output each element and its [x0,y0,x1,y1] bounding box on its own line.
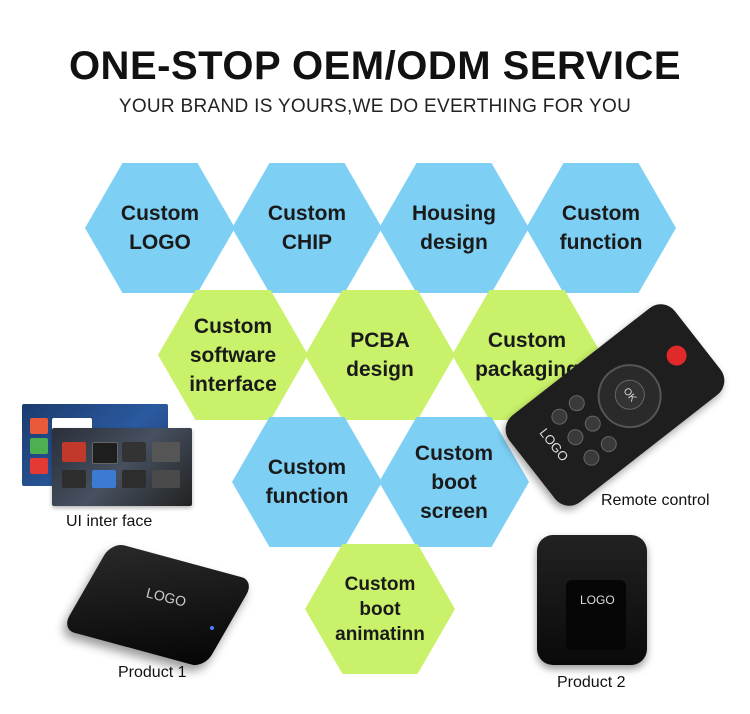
remote-button-icon [580,446,603,469]
hex-label: Custom boot animatinn [335,573,425,645]
product2-caption: Product 2 [557,674,626,691]
remote-button-icon [581,412,604,435]
hex-label: Custom software interface [189,314,277,396]
hex-pcba-design: PCBA design [305,290,455,420]
remote-button-icon [548,405,571,428]
hex-label: Custom LOGO [120,202,200,254]
hex-label: Custom packaging [475,329,579,381]
hex-housing-design: Housing design [379,163,529,293]
ui-interface-caption: UI inter face [66,513,153,530]
page-title: ONE-STOP OEM/ODM SERVICE [68,44,682,88]
remote-button-icon [564,425,587,449]
ui-screen-front [52,428,192,506]
page-subtitle: YOUR BRAND IS YOURS,WE DO EVERTHING FOR … [118,96,632,117]
hex-custom-chip: Custom CHIP [232,163,382,293]
hex-custom-logo: Custom LOGO [85,163,235,293]
hex-label: Custom function [559,202,643,254]
led-icon [210,626,214,630]
product1-caption: Product 1 [118,664,187,681]
hex-label: Housing design [412,202,496,254]
hex-custom-boot-animation: Custom boot animatinn [305,544,455,674]
remote-logo: LOGO [536,425,572,465]
product2-logo: LOGO [580,593,615,607]
hex-label: Custom function [265,456,349,508]
hex-label: PCBA design [346,329,414,381]
hex-custom-function-top: Custom function [526,163,676,293]
hex-label: Custom CHIP [267,202,347,254]
product1-image [61,541,255,669]
power-icon [662,341,691,370]
hex-custom-software-interface: Custom software interface [158,290,308,420]
hex-custom-function-bottom: Custom function [232,417,382,547]
remote-control-caption: Remote control [601,492,710,509]
remote-button-icon [597,432,620,456]
remote-button-icon [565,391,588,415]
hex-label: Custom boot screen [414,441,494,523]
product2-face [566,580,626,650]
